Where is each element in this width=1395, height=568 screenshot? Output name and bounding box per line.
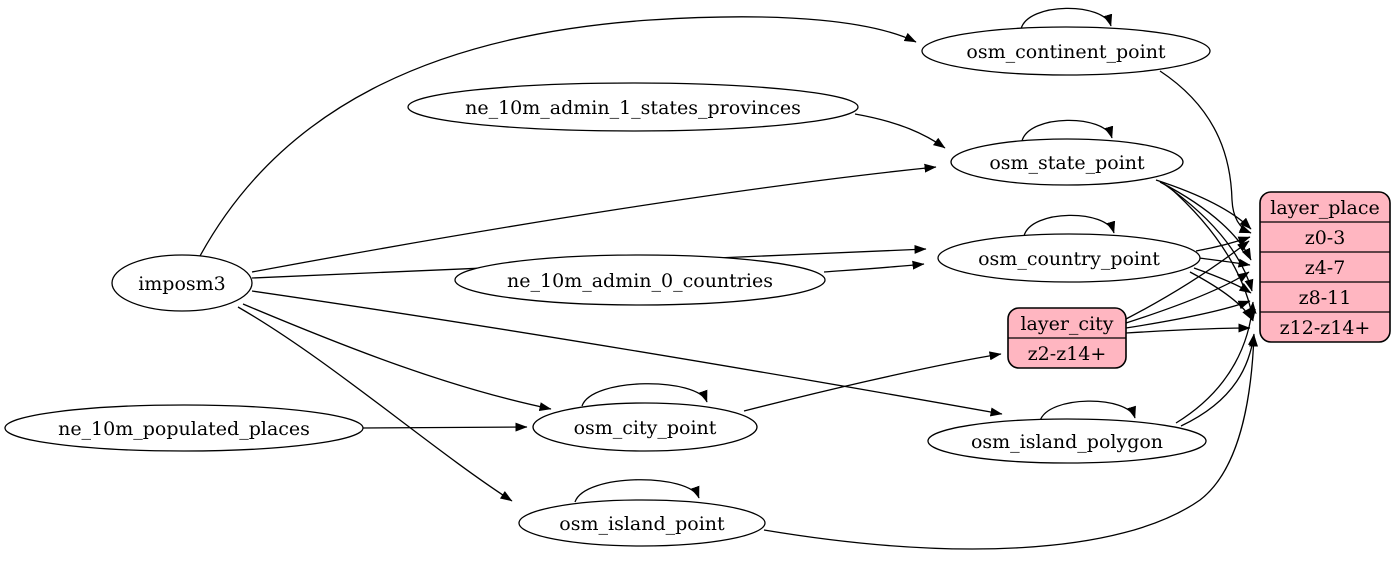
node-osm-country-point: osm_country_point [937, 233, 1201, 283]
node-ne-10m-admin-1-states-provinces: ne_10m_admin_1_states_provinces [407, 82, 859, 132]
edge-ne-admin0-to-osm-country-point [823, 260, 925, 273]
osm-island-polygon-shape [927, 418, 1207, 464]
edge-imposm3-to-osm-island-point [237, 306, 513, 502]
node-osm-city-point: osm_city_point [532, 402, 758, 452]
self-loop-osm-country-point [1023, 214, 1116, 237]
edge-imposm3-to-osm-city-point [242, 303, 552, 412]
ne-admin1-shape [407, 82, 859, 132]
ne-admin1-label: ne_10m_admin_1_states_provinces [465, 97, 801, 119]
edge-ne-popplaces-to-osm-city-point [362, 422, 528, 432]
edge-imposm3-to-osm-continent-point [199, 16, 917, 257]
osm-city-point-shape [532, 402, 758, 452]
node-ne-10m-populated-places: ne_10m_populated_places [4, 404, 364, 452]
node-osm-island-polygon: osm_island_polygon [927, 418, 1207, 464]
imposm3-label: imposm3 [138, 273, 226, 295]
node-imposm3: imposm3 [111, 254, 253, 312]
osm-country-point-label: osm_country_point [978, 248, 1160, 270]
edge-imposm3-to-osm-state-point [251, 163, 937, 273]
node-osm-island-point: osm_island_point [518, 499, 766, 547]
edge-state-to-layer-place-z4-7 [1159, 181, 1252, 261]
ne-admin0-label: ne_10m_admin_0_countries [507, 270, 773, 292]
edge-country-to-layer-place-z4-7 [1198, 257, 1251, 268]
osm-continent-point-shape [921, 26, 1211, 76]
record-layer-city: layer_city z2-z14+ [1007, 307, 1127, 369]
osm-island-point-shape [518, 499, 766, 547]
layer-place-row-z0-3: z0-3 [1305, 227, 1346, 249]
record-layer-place: layer_place z0-3 z4-7 z8-11 z12-z14+ [1259, 191, 1391, 343]
imposm3-shape [111, 254, 253, 312]
edge-imposm3-to-osm-island-polygon [251, 290, 1003, 417]
edge-state-to-layer-place-z0-3 [1155, 179, 1252, 230]
ne-popplaces-label: ne_10m_populated_places [58, 418, 310, 440]
osm-continent-point-label: osm_continent_point [966, 41, 1166, 63]
edge-layer-city-to-layer-place-z12-z14 [1125, 323, 1251, 334]
self-loop-osm-continent-point [1020, 7, 1113, 30]
self-loop-osm-city-point [581, 383, 708, 407]
edge-island-polygon-to-layer-place-z8-11 [1175, 301, 1257, 424]
ne-popplaces-shape [4, 404, 364, 452]
edge-layer-city-to-layer-place-z0-3 [1125, 240, 1250, 320]
ne-admin0-shape [454, 254, 826, 306]
osm-state-point-shape [950, 138, 1184, 186]
edge-layer-city-to-layer-place-z8-11 [1125, 300, 1251, 329]
edge-ne-admin1-to-osm-state-point [854, 113, 946, 149]
layer-place-row-z4-7: z4-7 [1305, 257, 1346, 279]
edge-continent-to-layer-place-z0-3 [1159, 70, 1252, 234]
self-loop-osm-state-point [1021, 119, 1114, 142]
layer-place-title: layer_place [1270, 197, 1379, 219]
edge-island-point-to-layer-place-z12-z14 [763, 334, 1259, 550]
self-loop-osm-island-point [574, 479, 700, 503]
osm-city-point-label: osm_city_point [574, 417, 717, 439]
edge-country-to-layer-place-z8-11 [1193, 267, 1252, 294]
edge-country-to-layer-place-z0-3 [1195, 236, 1251, 252]
layer-city-row-z2-z14: z2-z14+ [1028, 343, 1107, 365]
layer-place-shape [1259, 191, 1391, 343]
osm-island-point-label: osm_island_point [559, 513, 725, 535]
osm-island-polygon-label: osm_island_polygon [971, 431, 1163, 453]
node-ne-10m-admin-0-countries: ne_10m_admin_0_countries [454, 254, 826, 306]
node-osm-state-point: osm_state_point [950, 138, 1184, 186]
node-osm-continent-point: osm_continent_point [921, 26, 1211, 76]
layer-place-row-z8-11: z8-11 [1299, 287, 1352, 309]
self-loop-osm-island-polygon [1039, 400, 1136, 422]
layer-city-title: layer_city [1020, 313, 1113, 335]
edge-layer-city-to-layer-place-z4-7 [1125, 271, 1250, 324]
layer-place-row-z12-z14: z12-z14+ [1280, 317, 1371, 339]
edge-group [199, 7, 1259, 550]
osm-country-point-shape [937, 233, 1201, 283]
edge-city-to-layer-city-z2-z14 [743, 351, 1002, 412]
osm-state-point-label: osm_state_point [989, 152, 1145, 174]
